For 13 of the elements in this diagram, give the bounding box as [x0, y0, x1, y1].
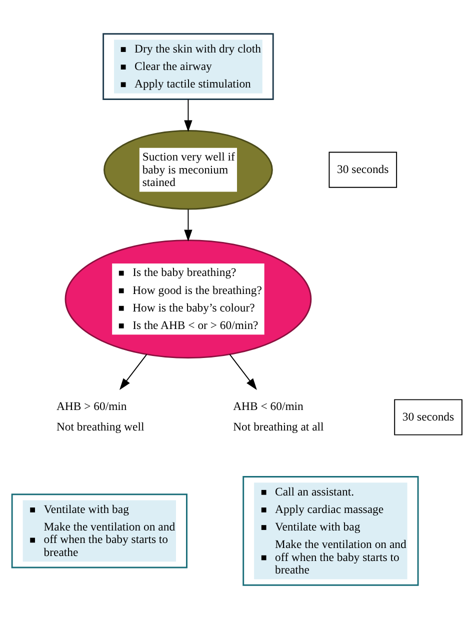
arrow [229, 354, 257, 390]
node-ellipse: Is the baby breathing? How good is the breathing? How is the baby’s colour? Is the AHB < or > 60/min? [64, 240, 312, 359]
node-text: AHB > 60/min Not breathing well [56, 400, 144, 434]
label: 30 seconds [402, 410, 454, 424]
node-box: Dry the skin with dry cloth Clear the airway Apply tactile stimulation [102, 33, 274, 100]
arrow [119, 354, 148, 390]
node-ellipse: Suction very well if baby is meconium stained [104, 130, 273, 210]
arrow [184, 98, 192, 132]
arrow [184, 208, 192, 242]
node-box: Call an assistant. Apply cardiac massage Ventilate with bag Make the ventilation on and off when the baby starts to breathe [242, 476, 419, 586]
node-box: Ventilate with bag Make the ventilation on and off when the baby starts to breathe [11, 494, 188, 568]
node-text: AHB < 60/min Not breathing at all [233, 400, 324, 434]
label: 30 seconds [337, 162, 389, 176]
